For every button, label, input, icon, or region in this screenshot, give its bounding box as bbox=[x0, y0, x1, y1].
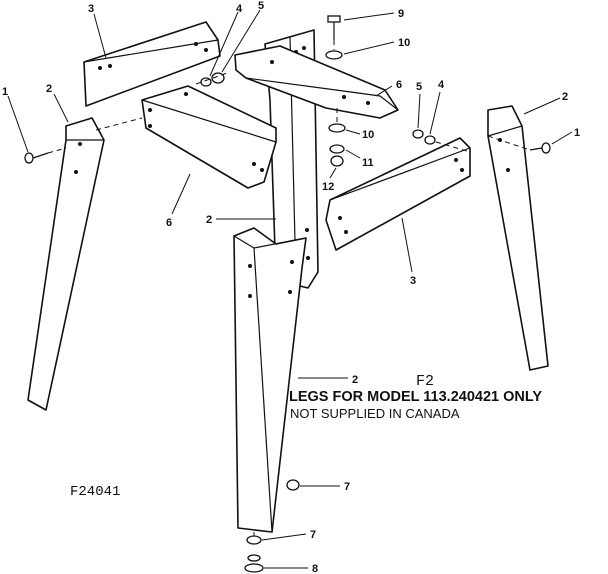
callout-2-center: 2 bbox=[206, 214, 212, 226]
callout-5-right: 5 bbox=[416, 81, 422, 93]
side-rail-right bbox=[325, 137, 471, 251]
callout-3-top: 3 bbox=[88, 3, 94, 15]
figure-subtitle: NOT SUPPLIED IN CANADA bbox=[290, 406, 460, 421]
callout-1-left: 1 bbox=[2, 86, 8, 98]
callout-8: 8 bbox=[312, 563, 318, 574]
callout-7-foot: 7 bbox=[310, 529, 316, 541]
end-rail-back bbox=[234, 45, 399, 119]
leg-front bbox=[233, 227, 307, 533]
callout-10-lower: 10 bbox=[362, 129, 374, 141]
callout-3-right: 3 bbox=[410, 275, 416, 287]
assembly-lines bbox=[47, 40, 531, 536]
callout-7-nut: 7 bbox=[344, 481, 350, 493]
callout-6-front: 6 bbox=[166, 217, 172, 229]
callout-12: 12 bbox=[322, 181, 334, 193]
callout-9: 9 bbox=[398, 8, 404, 20]
callout-11: 11 bbox=[362, 157, 374, 169]
callout-1-right: 1 bbox=[574, 127, 580, 139]
callout-4-right: 4 bbox=[438, 79, 445, 91]
callout-2-left: 2 bbox=[46, 83, 52, 95]
leader-lines bbox=[7, 9, 573, 569]
callout-2-front: 2 bbox=[352, 374, 358, 386]
figure-id: F24041 bbox=[70, 484, 121, 500]
callout-4-left: 4 bbox=[236, 3, 243, 15]
callout-6-top: 6 bbox=[396, 79, 402, 91]
figure-code: F2 bbox=[415, 373, 434, 390]
callout-10-top: 10 bbox=[398, 37, 410, 49]
leg-left bbox=[27, 117, 105, 411]
end-rail-front bbox=[141, 85, 277, 189]
callout-2-right: 2 bbox=[562, 91, 568, 103]
hardware bbox=[24, 15, 551, 573]
figure-title: LEGS FOR MODEL 113.240421 ONLY bbox=[289, 389, 543, 405]
callout-numbers: 1 2 3 4 5 6 2 6 9 10 10 11 12 5 4 2 1 3 … bbox=[2, 0, 580, 574]
callout-5-left: 5 bbox=[258, 0, 264, 12]
side-rail-left bbox=[83, 21, 221, 107]
